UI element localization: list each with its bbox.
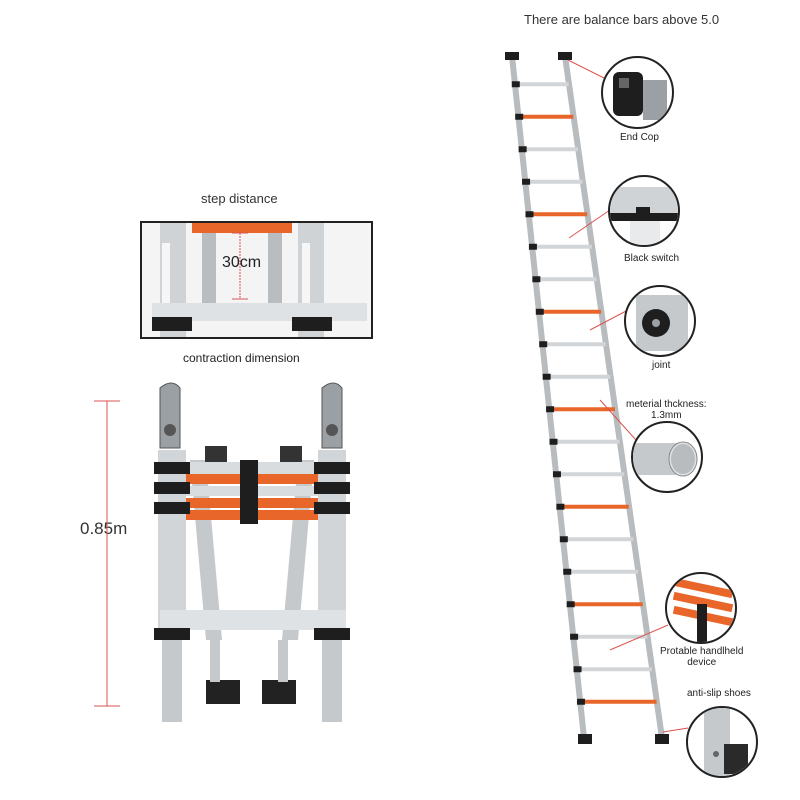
rung-clip: [528, 243, 537, 250]
rung-clip: [563, 568, 572, 575]
ladder-rung: [573, 634, 648, 639]
rung-clip: [532, 276, 541, 283]
ladder-rung: [538, 309, 602, 314]
ladder-rung: [562, 537, 634, 542]
rung-clip: [556, 503, 565, 510]
ladder-rung: [535, 277, 597, 282]
ladder-rung: [555, 472, 625, 477]
rung-clip: [542, 373, 551, 380]
ladder-rung: [542, 342, 606, 347]
contraction-dimension-title: contraction dimension: [183, 351, 300, 365]
black-switch-detail: [608, 175, 680, 247]
step-distance-inset: 30cm: [140, 221, 373, 339]
rung-clip: [546, 406, 555, 413]
ladder-rung: [545, 374, 611, 379]
ladder-rung: [514, 82, 569, 87]
ladder-rung: [576, 667, 652, 672]
rung-clip: [576, 698, 585, 705]
rung-clip: [573, 666, 582, 673]
rung-clip: [549, 438, 558, 445]
anti-slip-shoes-label: anti-slip shoes: [687, 688, 751, 699]
material-thickness-detail: [631, 421, 703, 493]
rung-clip: [511, 81, 520, 88]
ladder-rung: [579, 699, 657, 704]
step-distance-title: step distance: [201, 191, 278, 206]
ladder-rung: [531, 244, 592, 249]
ladder-rung: [566, 569, 639, 574]
material-thickness-line2: 1.3mm: [651, 410, 682, 421]
handheld-device-line2: device: [687, 657, 717, 668]
step-distance-value: 30cm: [222, 254, 262, 271]
joint-label: joint: [652, 360, 671, 371]
ladder-rung: [528, 212, 588, 217]
rung-clip: [539, 341, 548, 348]
material-thickness-label: meterial thckness: 1.3mm: [626, 399, 707, 421]
step-distance-illustration: [152, 223, 367, 337]
ladder-rung: [549, 407, 615, 412]
handheld-device-line1: Protable handlheld: [660, 646, 744, 657]
end-cap-label: End Cop: [620, 132, 659, 143]
rung-clip: [552, 471, 561, 478]
rung-clip: [570, 633, 579, 640]
rung-clip: [522, 178, 531, 185]
rung-clip: [535, 308, 544, 315]
joint-detail: [624, 285, 696, 357]
rung-clip: [566, 601, 575, 608]
handheld-device-label: Protable handlheld device: [660, 646, 743, 668]
anti-slip-shoes-detail: [686, 706, 758, 778]
rung-clip: [559, 536, 568, 543]
ladder-rung: [525, 179, 583, 184]
ladder-rung: [559, 504, 629, 509]
ladder-rung: [569, 602, 643, 607]
black-switch-label: Black switch: [624, 253, 680, 264]
contraction-height-label: 0.85m: [80, 519, 128, 538]
ladder-rung: [552, 439, 620, 444]
handheld-device-detail: [665, 572, 737, 644]
balance-bars-note: There are balance bars above 5.0: [524, 12, 720, 27]
material-thickness-line1: meterial thckness:: [626, 399, 707, 410]
ladder-rung: [518, 114, 574, 119]
rung-clip: [518, 146, 527, 153]
rung-clip: [525, 211, 534, 218]
ladder-rung: [521, 147, 578, 152]
rung-clip: [515, 113, 524, 120]
end-cap-detail: [601, 56, 674, 129]
